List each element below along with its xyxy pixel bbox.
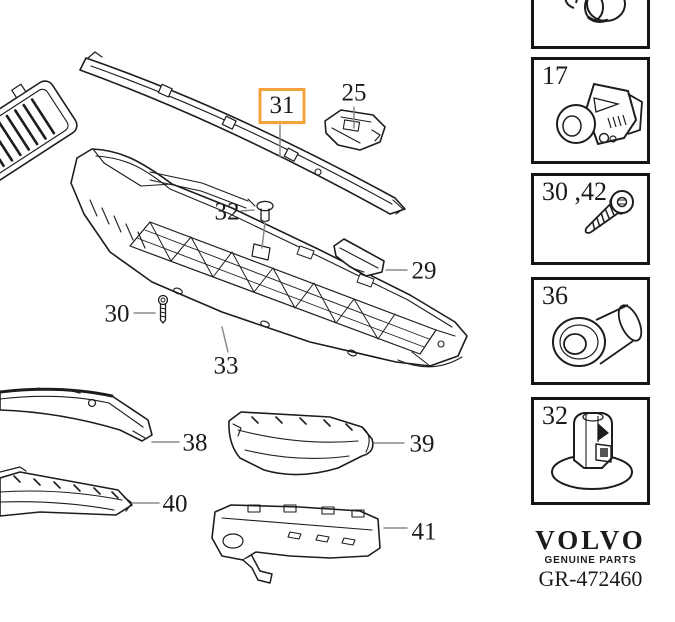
callout-29[interactable]: 29 <box>411 257 437 285</box>
callout-30[interactable]: 30 <box>104 300 130 328</box>
spoiler-strip-part-drawing[interactable] <box>80 52 405 214</box>
parking-sensor-icon <box>534 60 647 161</box>
genuine-parts-label: GENUINE PARTS <box>544 555 637 566</box>
deflector-29-part-drawing[interactable] <box>334 239 384 276</box>
screw-icon <box>534 176 647 262</box>
callout-40[interactable]: 40 <box>162 490 188 518</box>
detail-box-17-label: 17 <box>542 61 568 90</box>
expansion-clip-icon <box>534 400 647 502</box>
bracket-41-part-drawing[interactable] <box>212 505 380 583</box>
callout-25[interactable]: 25 <box>341 79 367 107</box>
drawing-number: GR-472460 <box>538 566 643 591</box>
detail-box-clip-partial[interactable] <box>531 0 650 49</box>
detail-box-36[interactable]: 36 <box>531 277 650 385</box>
screw-30-part-drawing[interactable] <box>159 296 168 324</box>
detail-box-32[interactable]: 32 <box>531 397 650 505</box>
clip-partial-icon <box>534 0 647 46</box>
grille-part-drawing[interactable] <box>0 70 80 201</box>
callout-31-highlighted[interactable]: 31 <box>258 88 306 124</box>
callout-38[interactable]: 38 <box>182 429 208 457</box>
detail-box-30-42[interactable]: 30 ,42 <box>531 173 650 265</box>
trim-38-part-drawing[interactable] <box>0 388 152 441</box>
bracket-25-part-drawing[interactable] <box>325 110 385 150</box>
trim-39-part-drawing[interactable] <box>229 412 373 475</box>
callout-33[interactable]: 33 <box>213 352 239 380</box>
clip-32-part-drawing[interactable] <box>257 201 273 221</box>
leader-lines <box>132 107 407 528</box>
callout-41[interactable]: 41 <box>411 518 437 546</box>
exploded-diagram-canvas <box>0 0 530 622</box>
volvo-logo: VOLVO <box>535 525 646 555</box>
grommet-icon <box>534 280 647 382</box>
detail-box-17[interactable]: 17 <box>531 57 650 164</box>
detail-box-36-label: 36 <box>542 281 568 310</box>
skid-plate-part-drawing[interactable] <box>71 149 467 367</box>
callout-39[interactable]: 39 <box>409 430 435 458</box>
callout-32[interactable]: 32 <box>214 198 240 226</box>
brand-block: VOLVO GENUINE PARTS <box>528 527 653 567</box>
trim-40-part-drawing[interactable] <box>0 467 132 516</box>
detail-box-32-label: 32 <box>542 401 568 430</box>
detail-box-30-42-label: 30 ,42 <box>542 177 607 206</box>
